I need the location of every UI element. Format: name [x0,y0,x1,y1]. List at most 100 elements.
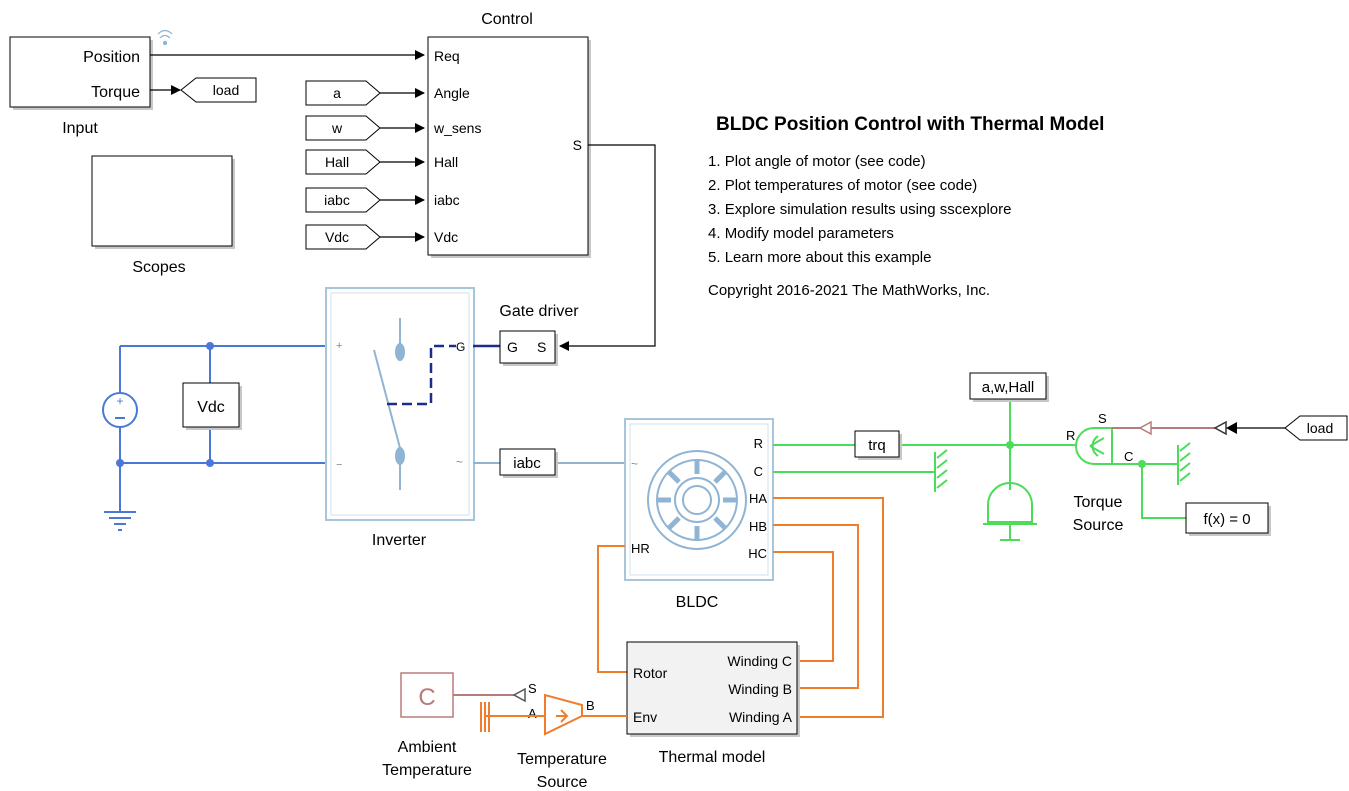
from-load[interactable]: load [1284,415,1348,441]
model-title: BLDC Position Control with Thermal Model [716,114,1105,135]
mech-reference-icon [934,449,948,492]
motor-icon [647,450,747,550]
torque-source-port-s: S [1098,411,1107,426]
thermal-port-winding-b: Winding B [728,681,792,697]
thermal-port-winding-a: Winding A [729,709,793,725]
svg-text:a: a [333,85,341,101]
copyright-text: Copyright 2016-2021 The MathWorks, Inc. [708,282,991,299]
control-port-angle: Angle [434,85,470,101]
svg-text:w: w [331,120,343,136]
vdc-sensor[interactable]: Vdc [182,382,242,430]
control-port-vdc: Vdc [434,229,458,245]
thermal-model-block[interactable]: Rotor Env Winding C Winding B Winding A [626,641,800,737]
instruction-item-2: 2. Plot temperatures of motor (see code) [708,177,978,194]
link-sscexplore[interactable]: Explore simulation results using sscexpl… [724,201,1012,218]
svg-text:−: − [336,459,342,471]
svg-text:iabc: iabc [324,192,350,208]
control-port-req: Req [434,48,460,64]
svg-text:f(x) = 0: f(x) = 0 [1203,511,1250,528]
inverter-block[interactable]: + − ~ G [325,287,475,521]
thermal-reference-icon [480,702,490,732]
inverter-label: Inverter [372,532,427,549]
control-title: Control [481,11,533,28]
bldc-port-hr: HR [631,541,650,556]
gate-signal-line [387,344,456,406]
scopes-block[interactable] [91,155,235,249]
link-plot-temperatures[interactable]: Plot temperatures of motor (see code) [724,177,978,194]
thermal-port-rotor: Rotor [633,665,668,681]
control-port-s: S [573,137,582,153]
thermal-model-label: Thermal model [659,749,766,766]
instruction-item-3: 3. Explore simulation results using ssce… [708,201,1012,218]
from-tag-hall[interactable]: Hall [305,149,381,175]
svg-text:iabc: iabc [513,455,541,472]
control-port-hall: Hall [434,154,458,170]
torque-source-label-1: Torque [1074,494,1123,511]
control-port-wsens: w_sens [433,120,481,136]
instruction-item-1: 1. Plot angle of motor (see code) [708,153,926,170]
bldc-block[interactable]: ~ R C HA HB HC HR [624,418,774,581]
input-block[interactable]: Position Torque [9,36,153,110]
svg-text:~: ~ [456,455,463,469]
bldc-port-ha: HA [749,491,767,506]
wire-solver [1141,464,1186,519]
bldc-port-hb: HB [749,519,767,534]
control-port-iabc: iabc [434,192,460,208]
svg-text:+: + [116,394,123,408]
instruction-item-4: 4. Modify model parameters [708,225,894,242]
solver-config-block[interactable]: f(x) = 0 [1185,502,1271,536]
inertia-icon [983,482,1037,541]
control-block[interactable]: Req Angle w_sens Hall iabc Vdc S [427,36,591,258]
torque-reference-icon [1177,442,1191,485]
temp-source-port-b: B [586,698,595,713]
dc-voltage-source[interactable]: + [102,392,138,428]
model-annotation: BLDC Position Control with Thermal Model… [708,114,1208,299]
inverter-port-g: G [456,340,465,354]
from-tag-vdc[interactable]: Vdc [305,224,381,250]
svg-text:load: load [1307,420,1333,436]
link-plot-angle[interactable]: Plot angle of motor (see code) [724,153,926,170]
ambient-label-1: Ambient [398,739,457,756]
temp-source-label-2: Source [537,774,588,791]
signal-logging-icon [157,29,173,46]
temp-source-port-s: S [528,681,537,696]
bldc-port-hc: HC [748,546,767,561]
torque-source-port-c: C [1124,449,1133,464]
svg-text:S: S [537,339,546,355]
instruction-item-5: 5. Learn more about this example [708,249,932,266]
from-tag-iabc[interactable]: iabc [305,187,381,213]
svg-text:C: C [418,684,435,711]
iabc-sensor[interactable]: iabc [499,448,558,478]
input-port-torque: Torque [91,84,140,101]
input-block-label: Input [62,120,98,137]
temperature-source-block[interactable] [544,693,583,736]
from-tag-a[interactable]: a [305,80,381,106]
temp-source-label-1: Temperature [517,751,607,768]
gate-driver-label: Gate driver [499,303,579,320]
svg-text:load: load [213,82,239,98]
link-modify-parameters[interactable]: Modify model parameters [724,225,894,242]
ambient-temperature-block[interactable]: C [400,672,454,718]
bldc-port-c: C [754,464,763,479]
bldc-port-r: R [754,436,763,451]
from-tag-w[interactable]: w [305,115,381,141]
torque-source-block[interactable] [1075,427,1113,465]
thermal-port-env: Env [633,709,657,725]
trq-sensor[interactable]: trq [854,430,902,460]
wire-control-gate [559,144,656,351]
ambient-label-2: Temperature [382,762,472,779]
wire-ha-winding-a [773,497,884,718]
link-learn-more[interactable]: Learn more about this example [724,249,932,266]
gate-driver-block[interactable]: G S [499,330,558,366]
sensor-out-block[interactable]: a,w,Hall [969,372,1049,402]
scopes-label: Scopes [132,259,185,276]
svg-text:trq: trq [868,437,886,454]
goto-load[interactable]: load [180,77,257,103]
svg-text:G: G [507,339,518,355]
wire-hb-winding-b [773,524,859,689]
thermal-port-winding-c: Winding C [727,653,792,669]
input-port-position: Position [83,49,140,66]
bldc-label: BLDC [676,594,719,611]
torque-source-label-2: Source [1073,517,1124,534]
svg-text:+: + [336,340,342,352]
